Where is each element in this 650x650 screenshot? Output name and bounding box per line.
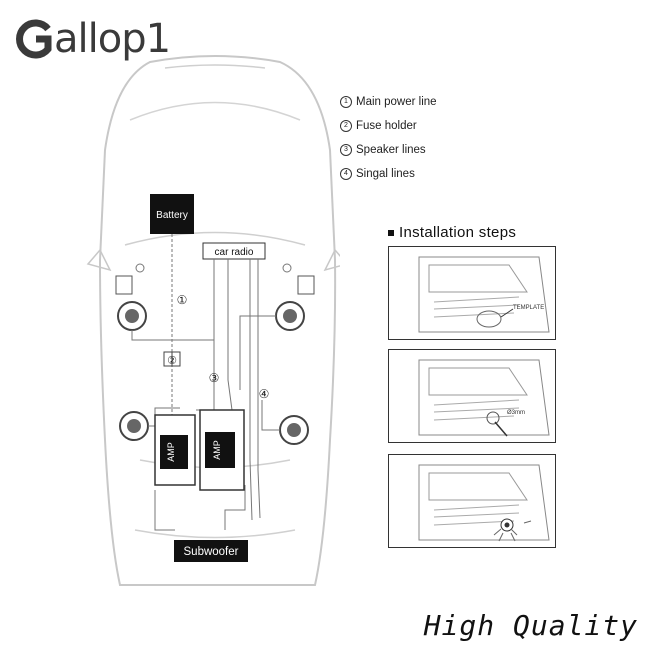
legend-number: 1 (340, 96, 352, 108)
door-drill-illustration: Ø3mm (418, 359, 550, 437)
battery-block (150, 194, 194, 234)
tweeter-left-dome (135, 263, 145, 273)
bullet-icon (388, 229, 394, 236)
battery-label: Battery (156, 210, 188, 221)
speaker-line-b (227, 259, 233, 411)
drill-size-label: Ø3mm (507, 410, 525, 416)
front-grille-line (164, 64, 266, 69)
installation-title: Installation steps (388, 224, 516, 241)
windshield-line (129, 101, 301, 121)
marker-1: ① (177, 293, 188, 307)
car-roof-line (124, 231, 306, 246)
mirror-right (323, 248, 340, 272)
door-mount-illustration (418, 464, 550, 542)
template-label: TEMPLATE (513, 305, 544, 311)
legend-label: Fuse holder (356, 120, 417, 132)
high-quality-tagline: High Quality (423, 609, 638, 642)
signal-line-a (249, 259, 253, 521)
marker-4: ④ (259, 387, 270, 401)
signal-line-b (257, 259, 261, 519)
mirror-left (86, 248, 112, 272)
legend-label: Singal lines (356, 168, 415, 180)
speaker-front-left-cone (125, 309, 139, 323)
tweeter-right (297, 275, 315, 295)
legend-number: 4 (340, 168, 352, 180)
amp-right-label: AMP (212, 440, 222, 460)
legend: 1 Main power line 2 Fuse holder 3 Speake… (340, 90, 437, 186)
sub-wire (154, 490, 175, 531)
brand-name: allop1 (54, 16, 171, 62)
amp-right-label-box (205, 432, 235, 468)
brand-logo: allop1 (14, 10, 171, 68)
tweeter-left (115, 275, 133, 295)
speaker-front-right-cone (283, 309, 297, 323)
installation-title-text: Installation steps (399, 224, 517, 241)
rear-right-wire (261, 400, 280, 431)
subwoofer-block (174, 540, 248, 562)
legend-item: 3 Speaker lines (340, 138, 437, 162)
left-speaker-wire (131, 330, 214, 341)
amp-left-label-box (160, 435, 188, 469)
sub-wire-right (224, 485, 246, 530)
amp-left-label: AMP (166, 442, 176, 462)
legend-number: 3 (340, 144, 352, 156)
tweeter-right-dome (282, 263, 292, 273)
car-wiring-diagram: Battery car radio AMP AMP Subwoof (86, 55, 340, 586)
legend-item: 1 Main power line (340, 90, 437, 114)
speaker-rear-left-cone (127, 419, 141, 433)
marker-3: ③ (209, 371, 220, 385)
legend-item: 2 Fuse holder (340, 114, 437, 138)
speaker-rear-right-cone (287, 423, 301, 437)
install-step-1: TEMPLATE (388, 246, 556, 340)
legend-label: Main power line (356, 96, 437, 108)
door-template-illustration: TEMPLATE (418, 256, 550, 333)
car-body-outline (98, 55, 337, 586)
rear-window-line (134, 529, 296, 539)
marker-2: ② (167, 355, 177, 367)
legend-item: 4 Singal lines (340, 162, 437, 186)
install-step-2: Ø3mm (388, 349, 556, 443)
car-radio-box (202, 242, 266, 260)
right-speaker-wire (239, 315, 276, 390)
legend-number: 2 (340, 120, 352, 132)
legend-label: Speaker lines (356, 144, 426, 156)
subwoofer-label: Subwoofer (184, 546, 239, 558)
logo-g-icon (16, 19, 52, 59)
car-radio-label: car radio (215, 247, 254, 258)
install-step-3 (388, 454, 556, 548)
